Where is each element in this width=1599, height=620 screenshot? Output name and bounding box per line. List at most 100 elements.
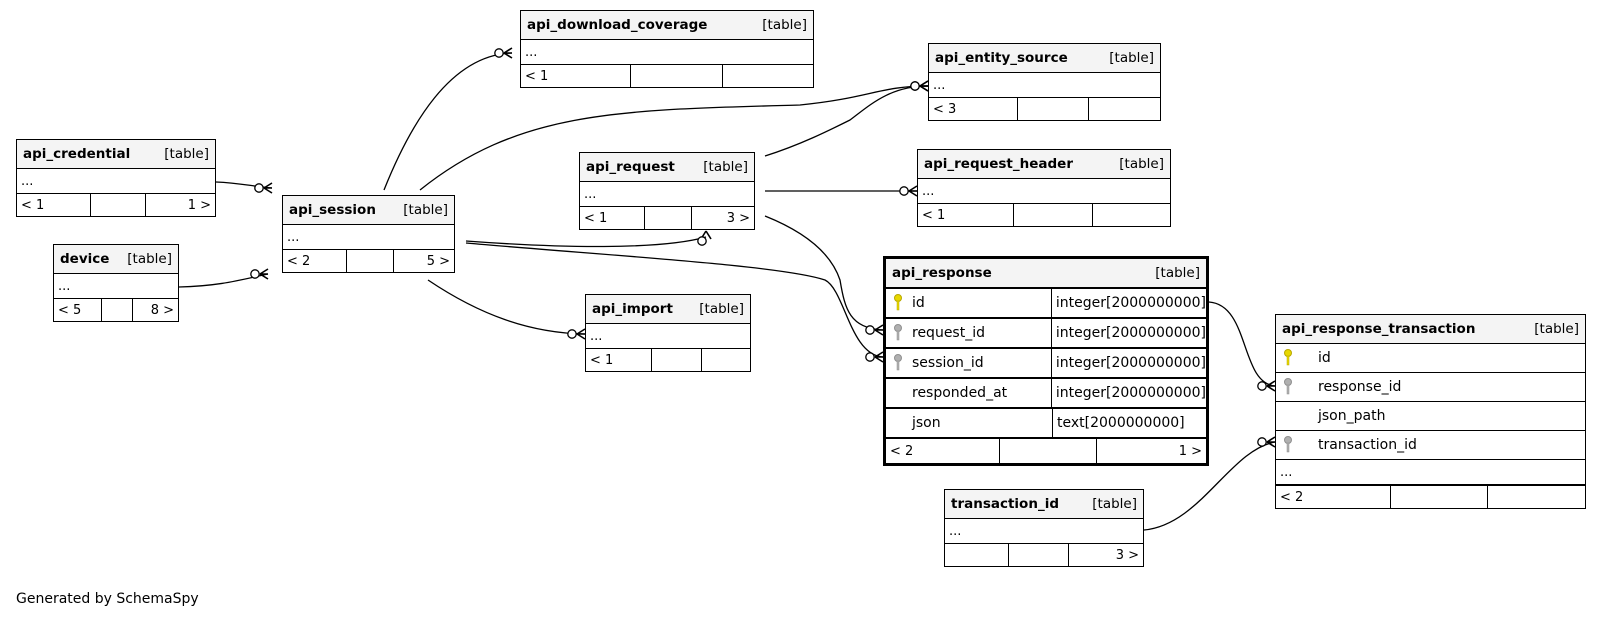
column-name: json_path xyxy=(1318,408,1386,424)
table-header: transaction_id [table] xyxy=(945,490,1143,519)
edge-device-session xyxy=(178,268,269,288)
columns-ellipsis: ... xyxy=(586,324,750,349)
column-name: id xyxy=(1318,350,1331,366)
foreign-key-icon xyxy=(894,354,902,371)
table-api-entity-source[interactable]: api_entity_source [table] ... < 3 xyxy=(928,43,1161,121)
table-device[interactable]: device [table] ... < 5 8 > xyxy=(53,244,179,322)
table-api-request[interactable]: api_request [table] ... < 1 3 > xyxy=(579,152,755,230)
columns-ellipsis: ... xyxy=(283,225,454,250)
table-footer: < 5 8 > xyxy=(54,299,178,321)
table-transaction-id[interactable]: transaction_id [table] ... 3 > xyxy=(944,489,1144,567)
row-count xyxy=(347,250,394,272)
table-api-download-coverage[interactable]: api_download_coverage [table] ... < 1 xyxy=(520,10,814,88)
table-api-response[interactable]: api_response [table] id integer[20000000… xyxy=(883,256,1209,466)
row-count xyxy=(652,349,702,371)
table-type: [table] xyxy=(762,17,807,33)
table-footer: < 1 xyxy=(918,204,1170,226)
table-header: device [table] xyxy=(54,245,178,274)
table-type: [table] xyxy=(403,202,448,218)
columns-ellipsis: ... xyxy=(918,179,1170,204)
parents-count: < 2 xyxy=(1276,486,1391,508)
table-header: api_entity_source [table] xyxy=(929,44,1160,73)
table-header: api_request_header [table] xyxy=(918,150,1170,179)
column-name: transaction_id xyxy=(1318,437,1417,453)
parents-count: < 5 xyxy=(54,299,102,321)
table-footer: < 2 1 > xyxy=(886,439,1206,463)
column-type: integer[2000000000] xyxy=(1055,385,1206,401)
column-type: text[2000000000] xyxy=(1057,415,1185,431)
table-header: api_response_transaction [table] xyxy=(1276,315,1585,344)
table-footer: < 2 xyxy=(1276,486,1585,508)
parents-count: < 3 xyxy=(929,98,1018,120)
children-count: 5 > xyxy=(426,253,450,269)
edge-request-response-request xyxy=(764,215,884,336)
row-count xyxy=(1391,486,1488,508)
column-row: id integer[2000000000] xyxy=(886,289,1206,319)
table-name: api_download_coverage xyxy=(527,17,708,33)
row-count xyxy=(102,299,133,321)
table-type: [table] xyxy=(164,146,209,162)
column-name: session_id xyxy=(912,355,984,371)
edge-transaction-id-transaction xyxy=(1143,436,1276,531)
table-type: [table] xyxy=(1092,496,1137,512)
column-name: id xyxy=(912,295,925,311)
edge-session-response-session xyxy=(465,242,884,363)
table-api-request-header[interactable]: api_request_header [table] ... < 1 xyxy=(917,149,1171,227)
column-name: json xyxy=(912,415,941,431)
table-footer: < 1 3 > xyxy=(580,207,754,229)
table-api-import[interactable]: api_import [table] ... < 1 xyxy=(585,294,751,372)
table-footer: < 1 xyxy=(586,349,750,371)
children-count: 3 > xyxy=(726,210,750,226)
table-header: api_download_coverage [table] xyxy=(521,11,813,40)
parents-count: < 1 xyxy=(17,194,91,216)
column-row: id xyxy=(1276,344,1585,373)
table-name: device xyxy=(60,251,110,267)
column-name: response_id xyxy=(1318,379,1402,395)
children-count xyxy=(702,349,750,371)
edge-request-request-header xyxy=(765,185,918,197)
table-type: [table] xyxy=(1119,156,1164,172)
table-header: api_request [table] xyxy=(580,153,754,182)
edge-session-request xyxy=(465,230,712,248)
table-api-credential[interactable]: api_credential [table] ... < 1 1 > xyxy=(16,139,216,217)
children-count xyxy=(1089,98,1160,120)
row-count xyxy=(645,207,692,229)
columns-ellipsis: ... xyxy=(1276,460,1585,486)
foreign-key-icon xyxy=(1284,378,1292,395)
table-name: api_entity_source xyxy=(935,50,1068,66)
foreign-key-icon xyxy=(894,324,902,341)
column-type: integer[2000000000] xyxy=(1055,355,1206,371)
table-footer: < 2 5 > xyxy=(283,250,454,272)
column-row: response_id xyxy=(1276,373,1585,402)
table-footer: < 1 1 > xyxy=(17,194,215,216)
table-api-session[interactable]: api_session [table] ... < 2 5 > xyxy=(282,195,455,273)
parents-count: < 1 xyxy=(918,204,1014,226)
primary-key-icon xyxy=(1284,349,1292,366)
table-type: [table] xyxy=(1534,321,1579,337)
primary-key-icon xyxy=(894,294,902,311)
children-count: 1 > xyxy=(1178,443,1202,459)
children-count: 1 > xyxy=(187,197,211,213)
edge-credential-session xyxy=(215,181,273,194)
table-name: transaction_id xyxy=(951,496,1059,512)
table-header: api_credential [table] xyxy=(17,140,215,169)
table-footer: < 1 xyxy=(521,65,813,87)
columns-ellipsis: ... xyxy=(54,274,178,299)
table-name: api_credential xyxy=(23,146,131,162)
table-footer: < 3 xyxy=(929,98,1160,120)
column-row: session_id integer[2000000000] xyxy=(886,349,1206,379)
column-row: request_id integer[2000000000] xyxy=(886,319,1206,349)
table-header: api_import [table] xyxy=(586,295,750,324)
edge-response-transaction-response xyxy=(1208,301,1276,392)
row-count xyxy=(91,194,146,216)
table-api-response-transaction[interactable]: api_response_transaction [table] id resp… xyxy=(1275,314,1586,509)
column-row: json text[2000000000] xyxy=(886,409,1206,439)
table-header: api_session [table] xyxy=(283,196,454,225)
column-name: request_id xyxy=(912,325,985,341)
row-count xyxy=(1000,439,1097,463)
foreign-key-icon xyxy=(1284,436,1292,453)
columns-ellipsis: ... xyxy=(945,519,1143,544)
children-count xyxy=(1093,204,1170,226)
parents-count xyxy=(945,544,1009,566)
